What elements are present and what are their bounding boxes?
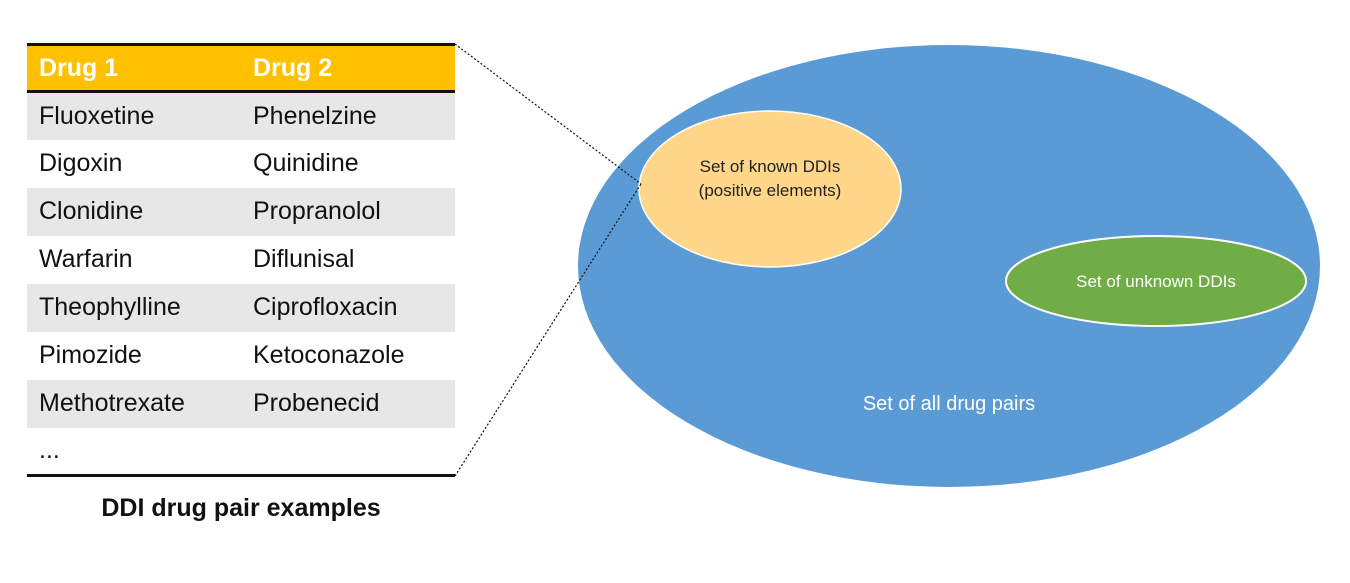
known-ddis-set: [638, 110, 902, 268]
table-row: Pimozide Ketoconazole: [27, 332, 455, 380]
header-drug-2: Drug 2: [241, 43, 455, 93]
all-drug-pairs-label: Set of all drug pairs: [863, 393, 1035, 415]
drug-2-cell: Ketoconazole: [253, 341, 405, 369]
drug-1-cell: Digoxin: [39, 149, 123, 177]
table-row: Digoxin Quinidine: [27, 140, 455, 188]
zoom-line-bottom: [454, 183, 642, 477]
zoom-line-top: [454, 43, 642, 185]
ddi-pair-table: Drug 1 Drug 2 Fluoxetine Phenelzine Digo…: [27, 43, 455, 477]
drug-1-cell: Warfarin: [39, 245, 133, 273]
table-row: Clonidine Propranolol: [27, 187, 455, 236]
empty-cell: [241, 427, 455, 477]
header-drug-1: Drug 1: [27, 43, 241, 93]
table-row: Warfarin Diflunisal: [27, 236, 455, 284]
known-ddis-label-line1: Set of known DDIs: [700, 157, 841, 176]
drug-1-cell: Theophylline: [27, 283, 241, 332]
drug-1-cell: Clonidine: [27, 187, 241, 236]
unknown-ddis-set: [1005, 235, 1307, 327]
ellipsis-cell: ...: [27, 427, 241, 477]
drug-2-cell: Ciprofloxacin: [241, 283, 455, 332]
table-row-ellipsis: ...: [27, 427, 455, 477]
drug-1-cell: Methotrexate: [27, 379, 241, 428]
drug-2-cell: Propranolol: [241, 187, 455, 236]
table-row: Methotrexate Probenecid: [27, 379, 455, 428]
table-caption: DDI drug pair examples: [101, 494, 381, 522]
drug-2-cell: Phenelzine: [241, 91, 455, 140]
drug-1-cell: Pimozide: [39, 341, 142, 369]
drug-2-cell: Diflunisal: [253, 245, 355, 273]
known-ddis-label-line2: (positive elements): [699, 181, 842, 200]
drug-1-cell: Fluoxetine: [27, 91, 241, 140]
unknown-ddis-label: Set of unknown DDIs: [1076, 272, 1236, 291]
drug-2-cell: Probenecid: [241, 379, 455, 428]
table-row: Theophylline Ciprofloxacin: [27, 283, 455, 332]
ddi-table-panel: Drug 1 Drug 2 Fluoxetine Phenelzine Digo…: [27, 43, 455, 477]
table-row: Fluoxetine Phenelzine: [27, 91, 455, 140]
drug-2-cell: Quinidine: [253, 149, 359, 177]
table-header-row: Drug 1 Drug 2: [27, 43, 455, 93]
